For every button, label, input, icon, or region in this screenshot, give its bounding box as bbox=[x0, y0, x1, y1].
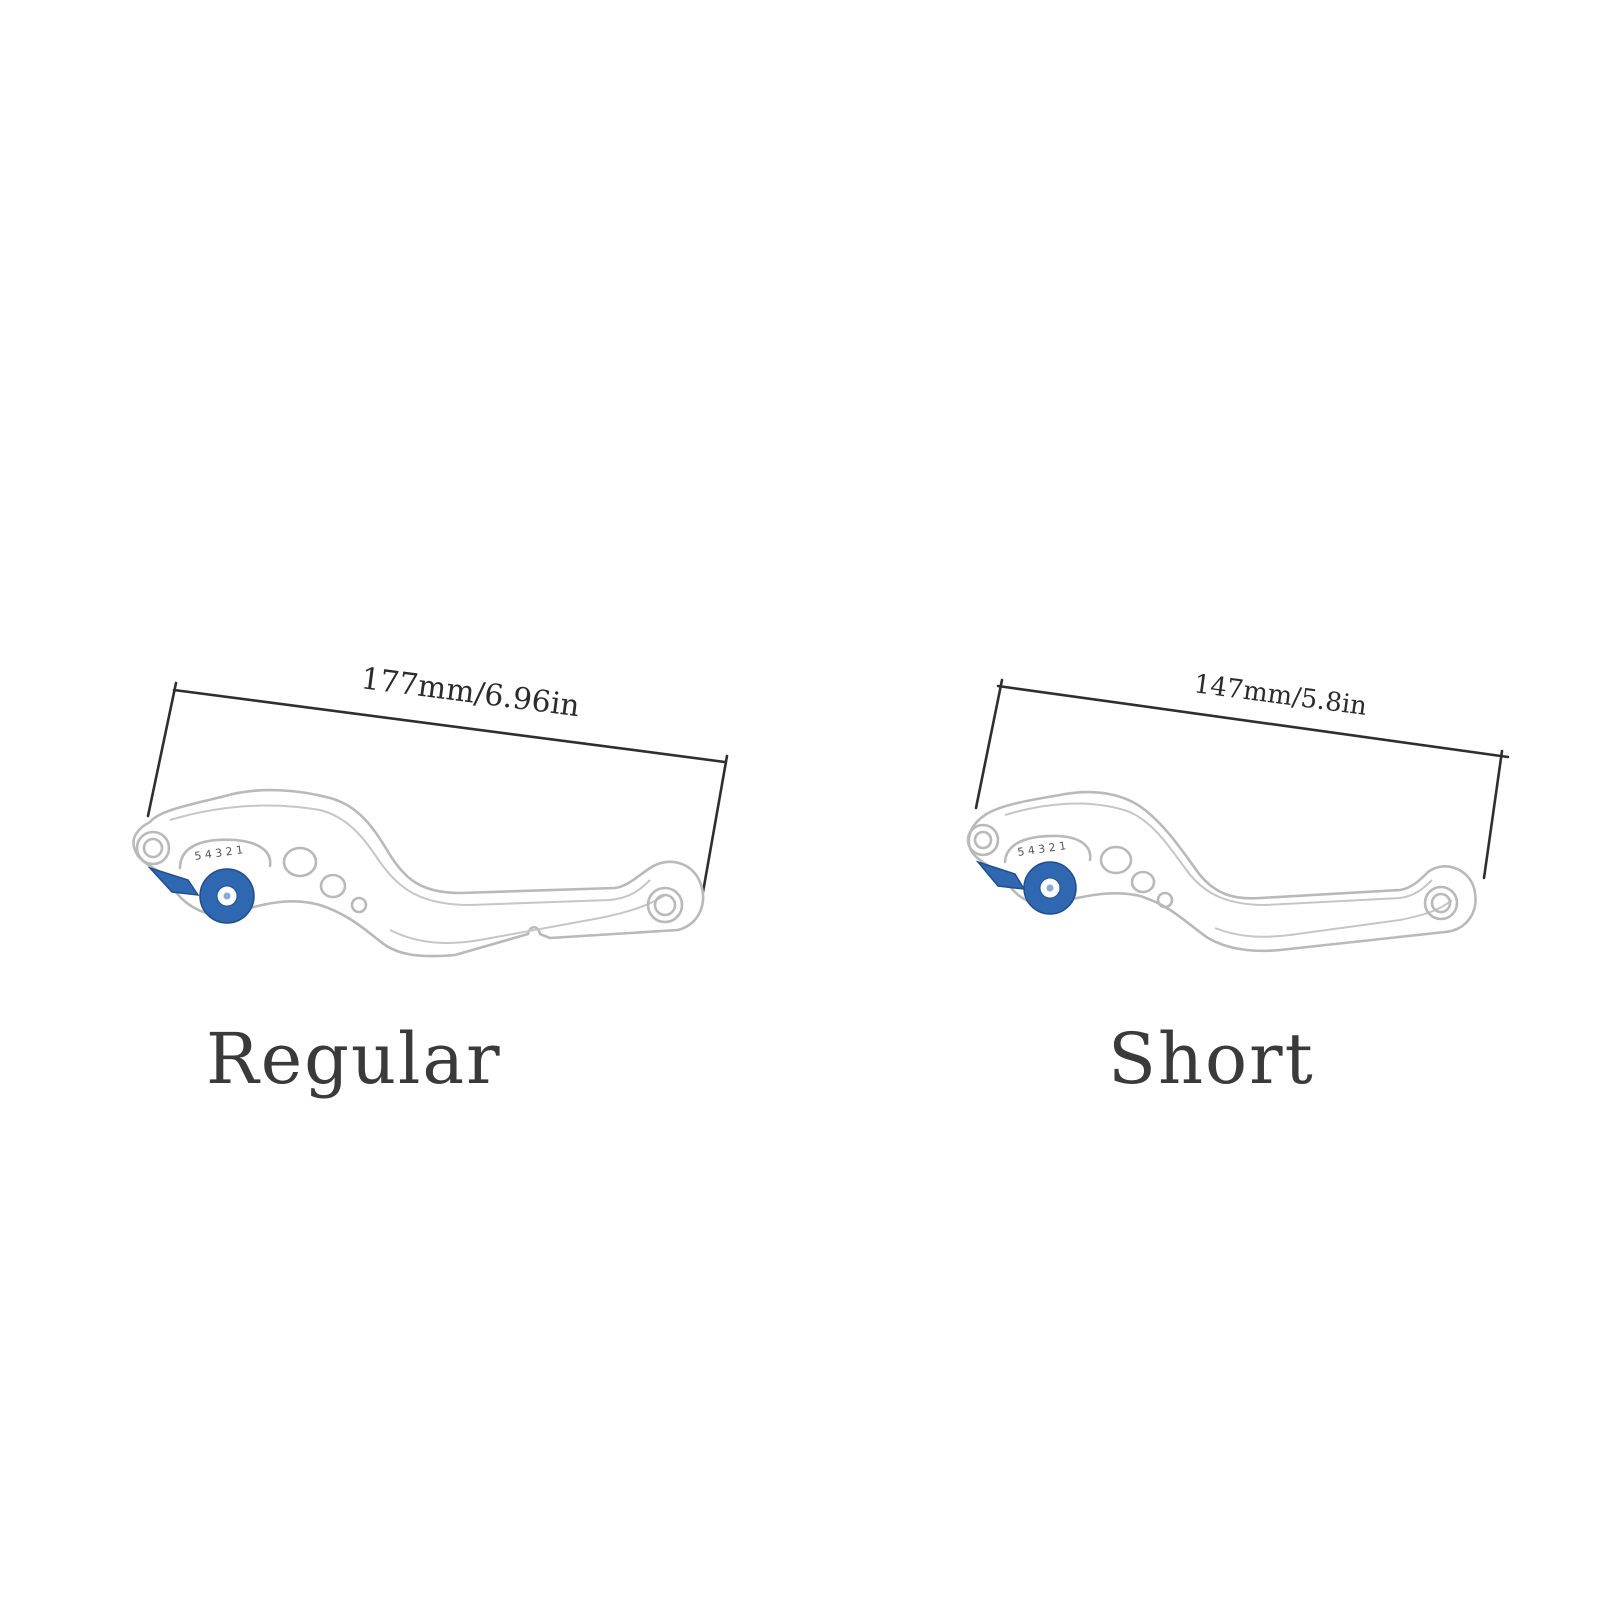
short-lever-body: 5 4 3 2 1 bbox=[966, 790, 1477, 953]
regular-caption: Regular bbox=[206, 1018, 502, 1100]
regular-dimension-right-tick bbox=[701, 754, 729, 894]
regular-lever-group: 177mm/6.96in 5 4 3 2 1 bbox=[132, 661, 729, 958]
regular-dimension-left-tick bbox=[146, 681, 178, 818]
short-dimension-right-tick bbox=[1482, 749, 1504, 880]
short-end-hole bbox=[1430, 892, 1452, 914]
regular-adjuster-tab bbox=[147, 866, 200, 896]
short-caption: Short bbox=[1108, 1018, 1315, 1100]
short-adjuster-scale: 5 4 3 2 1 bbox=[1017, 839, 1067, 859]
regular-adjuster-scale: 5 4 3 2 1 bbox=[194, 843, 244, 863]
regular-lightening-hole-small bbox=[350, 896, 368, 914]
regular-lever-body: 5 4 3 2 1 bbox=[132, 788, 705, 958]
short-lightening-hole-small bbox=[1156, 891, 1174, 909]
short-lightening-hole-large bbox=[1099, 845, 1133, 875]
regular-pivot-outer bbox=[135, 830, 171, 866]
short-length-label: 147mm/5.8in bbox=[1192, 669, 1369, 722]
regular-knob-bore bbox=[223, 892, 231, 900]
regular-dimension-top-line bbox=[172, 688, 727, 764]
short-adjuster-tab bbox=[975, 860, 1026, 890]
short-dimension-top-line bbox=[996, 684, 1510, 759]
short-lever-lower-contour bbox=[1214, 899, 1453, 938]
regular-pivot-hole bbox=[142, 837, 164, 859]
short-adjuster-dial bbox=[1003, 834, 1092, 864]
regular-end-hole bbox=[653, 893, 677, 917]
regular-end-hole-outer bbox=[646, 886, 684, 924]
regular-adjuster-dial bbox=[178, 838, 272, 870]
short-lightening-hole-medium bbox=[1130, 870, 1156, 894]
regular-length-label: 177mm/6.96in bbox=[359, 661, 582, 724]
short-end-hole-outer bbox=[1423, 885, 1459, 921]
regular-lightening-hole-medium bbox=[319, 873, 347, 899]
short-lever-inner-contour bbox=[1004, 802, 1433, 907]
short-pivot-hole bbox=[973, 830, 993, 850]
regular-lightening-hole-large bbox=[282, 846, 318, 878]
short-lever-outline bbox=[967, 790, 1477, 953]
short-knob-bore bbox=[1046, 884, 1054, 892]
short-dimension-left-tick bbox=[974, 678, 1004, 810]
short-pivot-outer bbox=[966, 823, 1000, 857]
regular-lever-outline bbox=[132, 788, 705, 958]
regular-lever-inner-contour bbox=[169, 804, 651, 907]
short-lever-group: 147mm/5.8in 5 4 3 2 1 bbox=[966, 669, 1510, 953]
